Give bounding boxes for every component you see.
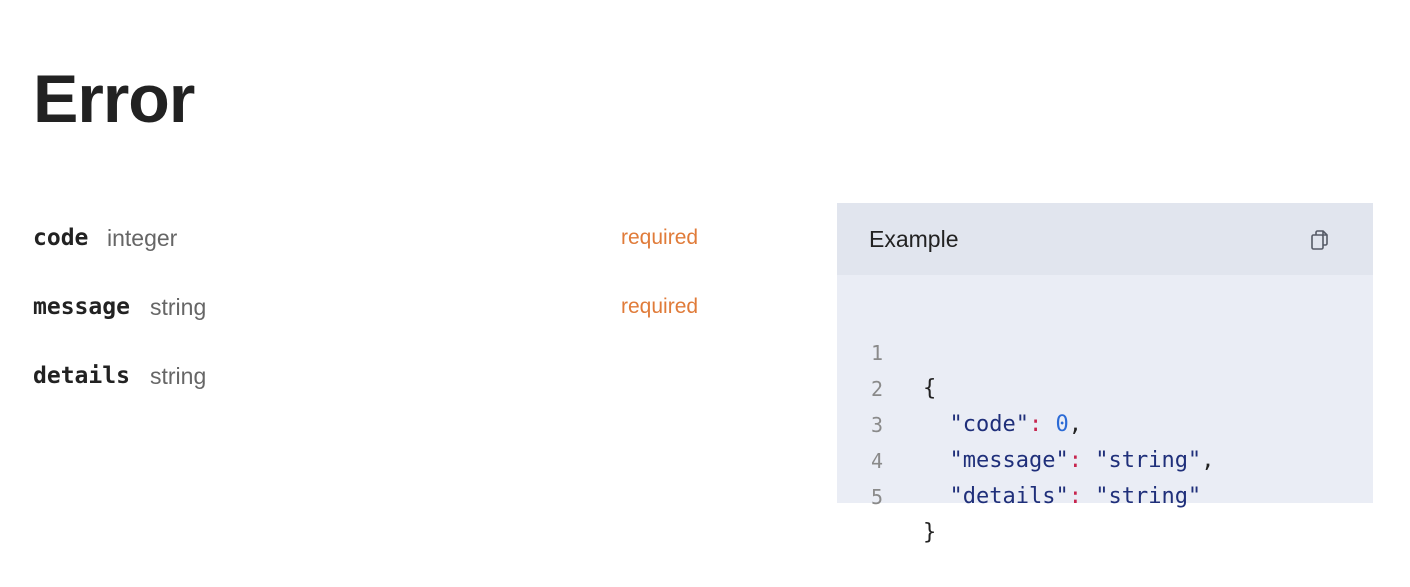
- code-line: 1 {: [837, 299, 1373, 401]
- indent: [923, 484, 950, 509]
- json-key: "code": [949, 412, 1029, 437]
- field-type: string: [150, 294, 207, 320]
- schema-fields: code integer required message string req…: [33, 212, 713, 419]
- json-close-brace: }: [923, 520, 937, 545]
- json-comma: ,: [1068, 412, 1082, 437]
- json-key: "details": [949, 484, 1069, 509]
- code-line: 2 "code": 0,: [837, 335, 1373, 437]
- example-panel: Example 1 { 2 "code": 0, 3 "message": "s…: [837, 203, 1373, 545]
- code-line: 4 "details": "string": [837, 407, 1373, 509]
- json-value: "string": [1095, 448, 1202, 473]
- field-name: details: [33, 363, 130, 389]
- code-line: 5 }: [837, 443, 1373, 545]
- json-key: "message": [949, 448, 1069, 473]
- required-badge: required: [621, 295, 699, 318]
- json-colon: :: [1028, 412, 1043, 437]
- json-example-code: 1 { 2 "code": 0, 3 "message": "string", …: [837, 299, 1373, 545]
- line-number: 2: [870, 377, 883, 401]
- json-colon: :: [1068, 484, 1082, 509]
- field-row-details: details string: [33, 350, 713, 419]
- copy-button[interactable]: [1303, 223, 1337, 257]
- json-value: 0: [1055, 412, 1069, 437]
- example-header: Example: [837, 203, 1373, 275]
- field-name: code: [33, 225, 89, 251]
- json-colon: :: [1068, 448, 1082, 473]
- required-badge: required: [621, 226, 699, 249]
- field-type: string: [150, 363, 207, 389]
- field-row-code: code integer required: [33, 212, 713, 281]
- page-title: Error: [33, 61, 195, 137]
- field-type: integer: [107, 225, 178, 251]
- example-title: Example: [869, 226, 959, 252]
- field-name: message: [33, 294, 130, 320]
- line-number: 1: [870, 341, 883, 365]
- json-value: "string": [1095, 484, 1202, 509]
- copy-icon: [1311, 230, 1328, 250]
- json-comma: ,: [1201, 448, 1215, 473]
- line-number: 3: [870, 413, 883, 437]
- field-row-message: message string required: [33, 281, 713, 350]
- code-line: 3 "message": "string",: [837, 371, 1373, 473]
- line-number: 5: [870, 485, 883, 509]
- json-open-brace: {: [923, 376, 937, 401]
- line-number: 4: [870, 449, 883, 473]
